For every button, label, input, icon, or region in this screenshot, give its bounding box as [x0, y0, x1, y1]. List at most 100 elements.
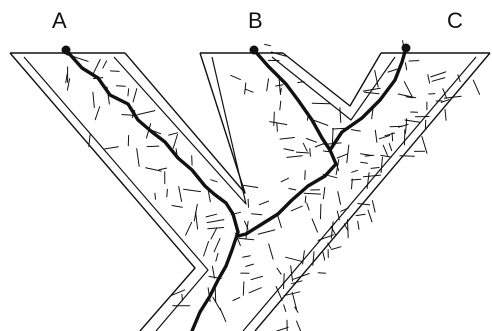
channel-segment [179, 187, 182, 202]
outer-boundary [10, 53, 490, 331]
label-a: A [52, 8, 67, 33]
channel-segment [379, 136, 389, 139]
main-paths [66, 48, 406, 331]
channel-segment [323, 252, 325, 260]
channel-segment [364, 175, 381, 177]
channel-segment [267, 79, 269, 91]
channel-segment [310, 149, 311, 157]
point-b-marker [250, 46, 259, 55]
channel-segment [184, 189, 201, 191]
channel-segment [216, 254, 218, 262]
channel-segment [133, 89, 137, 102]
channel-segment [274, 112, 275, 126]
channel-segment [292, 292, 296, 309]
channel-segment [280, 88, 281, 94]
channel-segment [406, 63, 407, 70]
channel-segment [286, 257, 302, 261]
channel-segment [388, 69, 397, 72]
channel-segment [206, 214, 217, 217]
channel-segment [277, 123, 278, 132]
channel-segment [243, 256, 251, 257]
channel-segment [312, 103, 330, 104]
channel-segment [93, 92, 94, 107]
channel-segment [214, 238, 220, 251]
channel-segment [280, 101, 281, 110]
channel-segment [392, 133, 393, 141]
channel-segment [361, 162, 368, 163]
channel-segment [381, 157, 382, 172]
point-c-marker [402, 44, 411, 53]
channel-segment [431, 72, 446, 77]
label-c: C [447, 8, 463, 33]
channel-segment [204, 242, 209, 257]
channel-segment [208, 228, 224, 229]
channel-segment [105, 147, 119, 149]
channel-segment [389, 143, 392, 150]
channel-segment [249, 288, 261, 293]
channel-segment [244, 185, 258, 187]
channel-segment [281, 178, 288, 182]
channel-segment [368, 210, 372, 222]
channel-segment [340, 108, 341, 123]
channel-segment [182, 294, 183, 301]
channel-segment [371, 168, 379, 169]
inner-boundary [24, 57, 476, 331]
channel-segment [289, 189, 296, 190]
channel-segment [212, 266, 214, 278]
label-b: B [248, 8, 263, 33]
channel-segment [276, 85, 283, 86]
channel-segment [432, 78, 445, 82]
channel-segment [137, 149, 140, 167]
channel-segment [352, 170, 358, 172]
channel-segment [169, 133, 178, 135]
channel-segment [207, 220, 224, 223]
channel-segment [265, 44, 271, 45]
channel-segment [284, 305, 286, 312]
channel-segment [356, 214, 365, 215]
channel-segment [358, 204, 370, 205]
channel-segment [307, 203, 309, 210]
channel-segment [251, 276, 262, 279]
channel-segment [381, 155, 390, 157]
channel-segment [293, 274, 309, 280]
channel-segment [243, 282, 244, 295]
channel-segment [365, 92, 379, 93]
channel-segment [89, 135, 90, 147]
channel-segment [351, 130, 360, 132]
channel-segment [122, 115, 133, 116]
channel-segment [303, 143, 307, 151]
channel-segment [312, 219, 317, 232]
channel-segment [155, 193, 156, 199]
channel-segment [296, 152, 308, 153]
channel-segment [375, 130, 377, 142]
channel-segment [305, 196, 306, 202]
channel-segment [159, 168, 167, 170]
channel-segment [313, 252, 314, 266]
channel-segment [211, 180, 217, 182]
channel-segment [332, 128, 333, 143]
channel-segment [284, 274, 285, 289]
channel-segment [147, 146, 159, 147]
channel-segment [110, 71, 119, 72]
channel-segment [331, 247, 341, 250]
channel-segment [270, 122, 287, 125]
channel-segment [428, 75, 430, 84]
channel-segment [252, 214, 262, 215]
channel-segment [277, 268, 281, 274]
channel-segment [233, 297, 240, 300]
channel-segment [304, 193, 320, 194]
channel-segment [367, 173, 369, 189]
channel-segment [303, 251, 305, 264]
point-a-marker [62, 46, 71, 55]
channel-segment [186, 222, 192, 235]
channel-segment [128, 89, 129, 96]
channel-segment [406, 119, 407, 134]
channel-segment [246, 264, 254, 266]
channel-segment [231, 75, 241, 79]
channel-segment [277, 327, 289, 331]
channel-segment [318, 273, 325, 274]
channel-segment [383, 145, 387, 155]
channel-segment [246, 89, 253, 92]
channel-segment [245, 83, 246, 94]
channel-segment [138, 111, 155, 115]
